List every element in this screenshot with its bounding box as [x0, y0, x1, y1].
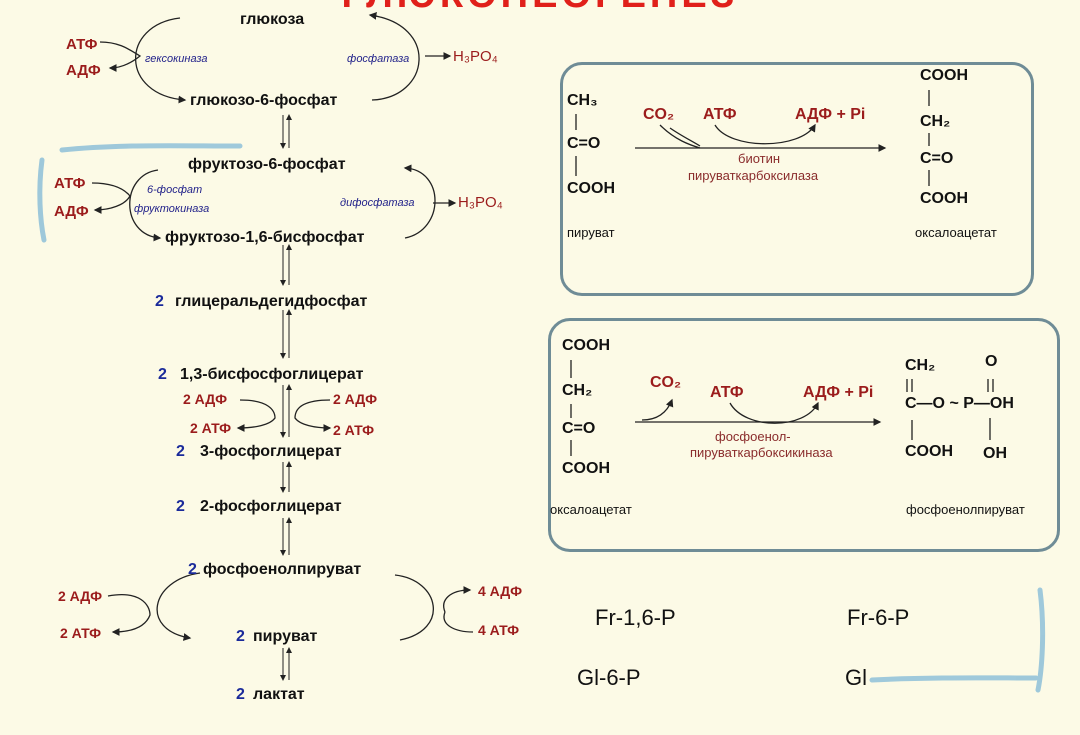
enzyme-pfk-1: 6-фосфат: [147, 184, 203, 196]
adp-pi-label: АДФ + Pi: [795, 106, 866, 123]
adp-label: 2 АДФ: [58, 588, 103, 604]
enzyme-pepck-1: фосфоенол-: [715, 429, 791, 444]
formula: COOH: [562, 337, 610, 354]
note-fr-6-p: Fr-6-P: [847, 605, 910, 630]
formula: COOH: [920, 190, 968, 207]
atp-label: 2 АТФ: [333, 422, 375, 438]
enzyme-phosphatase: фосфатаза: [347, 53, 410, 65]
glucose: глюкоза: [240, 11, 305, 28]
product-label: фосфоенолпируват: [906, 502, 1025, 517]
adp-label: 2 АДФ: [183, 391, 228, 407]
atp-label: 2 АТФ: [60, 625, 102, 641]
pyruvate: пируват: [253, 628, 318, 645]
formula: COOH: [920, 67, 968, 84]
atp-label: АТФ: [710, 384, 744, 401]
formula: COOH: [567, 180, 615, 197]
atp-label: АТФ: [703, 106, 737, 123]
product-label: оксалоацетат: [915, 225, 997, 240]
stoich-2: 2: [236, 628, 245, 645]
note-gl: Gl: [845, 665, 867, 690]
substrate-label: оксалоацетат: [550, 502, 632, 517]
fructose-6-phosphate: фруктозо-6-фосфат: [188, 156, 346, 173]
bisphosphoglycerate: 1,3-бисфосфоглицерат: [180, 366, 364, 383]
note-fr-1-6-p: Fr-1,6-P: [595, 605, 676, 630]
atp-label: АТФ: [54, 175, 86, 192]
enzyme-diphosphatase: дифосфатаза: [340, 197, 415, 209]
phosphoenolpyruvate: фосфоенолпируват: [203, 561, 362, 578]
adp-label: АДФ: [54, 203, 89, 220]
pyruvate-carboxylase-box: [560, 62, 1034, 296]
atp-label: АТФ: [66, 36, 98, 53]
formula: OH: [983, 445, 1007, 462]
stoich-2: 2: [155, 293, 164, 310]
atp-label: 4 АТФ: [478, 622, 520, 638]
stoich-2: 2: [188, 561, 197, 578]
enzyme-hexokinase: гексокиназа: [145, 53, 208, 65]
enzyme-biotin: биотин: [738, 151, 781, 166]
adp-label: 4 АДФ: [478, 583, 523, 599]
formula: CH₂: [562, 382, 593, 399]
pepck-box: [548, 318, 1060, 552]
adp-label: 2 АДФ: [333, 391, 378, 407]
enzyme-pyruvate-carboxylase: пируваткарбоксилаза: [688, 168, 819, 183]
formula: CH₃: [567, 92, 598, 109]
formula: C=O: [567, 135, 601, 152]
substrate-label: пируват: [567, 225, 615, 240]
fructose-1-6-bisphosphate: фруктозо-1,6-бисфосфат: [165, 229, 365, 246]
3-phosphoglycerate: 3-фосфоглицерат: [200, 443, 342, 460]
enzyme-pepck-2: пируваткарбоксикиназа: [690, 445, 833, 460]
formula: C=O: [562, 420, 596, 437]
formula: COOH: [562, 460, 610, 477]
stoich-2: 2: [236, 686, 245, 703]
stoich-2: 2: [176, 443, 185, 460]
2-phosphoglycerate: 2-фосфоглицерат: [200, 498, 342, 515]
co2-label: CO₂: [643, 106, 675, 123]
stoich-2: 2: [176, 498, 185, 515]
formula: COOH: [905, 443, 953, 460]
lactate: лактат: [253, 686, 305, 703]
glyceraldehyde-phosphate: глицеральдегидфосфат: [175, 293, 368, 310]
atp-label: 2 АТФ: [190, 420, 232, 436]
formula: CH₂: [920, 113, 951, 130]
adp-label: АДФ: [66, 62, 101, 79]
h3po4-label: H₃PO₄: [458, 194, 503, 211]
h3po4-label: H₃PO₄: [453, 48, 498, 65]
note-gl-6-p: Gl-6-P: [577, 665, 641, 690]
stoich-2: 2: [158, 366, 167, 383]
adp-pi-label: АДФ + Pi: [803, 384, 874, 401]
co2-label: CO₂: [650, 374, 682, 391]
formula: O: [985, 353, 998, 370]
formula: C=O: [920, 150, 954, 167]
formula: CH₂: [905, 357, 936, 374]
enzyme-pfk-2: фруктокиназа: [134, 203, 210, 215]
formula: C—O ~ P—OH: [905, 395, 1014, 412]
page-title: ГЛЮКОНЕОГЕНЕЗ: [0, 0, 1080, 17]
glucose-6-phosphate: глюкозо-6-фосфат: [190, 92, 338, 109]
